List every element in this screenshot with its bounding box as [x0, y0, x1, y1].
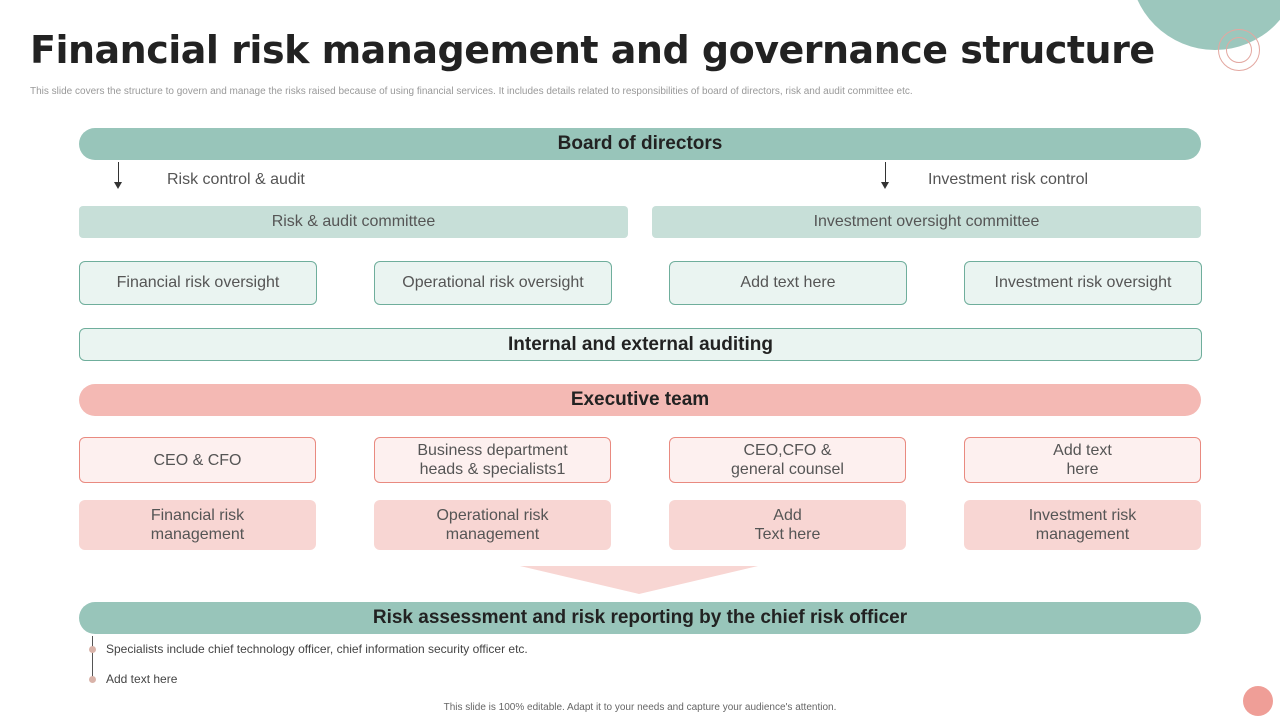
oversight-box: Add text here: [669, 261, 907, 305]
exec-role-line: general counsel: [731, 461, 844, 478]
risk-management-line: management: [445, 526, 540, 543]
left-arrow-head: [114, 182, 122, 189]
bullet-dot: [89, 676, 96, 683]
risk-management-box: Financial risk management: [79, 500, 316, 550]
risk-management-line: Add: [773, 507, 802, 524]
exec-role-line: CEO,CFO &: [743, 442, 832, 459]
board-of-directors-bar: Board of directors: [79, 128, 1201, 160]
exec-role-box: Add text here: [964, 437, 1201, 483]
left-arrow-label: Risk control & audit: [167, 171, 305, 188]
oversight-box: Operational risk oversight: [374, 261, 612, 305]
risk-reporting-bar: Risk assessment and risk reporting by th…: [79, 602, 1201, 634]
risk-management-line: Financial risk: [150, 507, 245, 524]
exec-role-line: CEO & CFO: [153, 451, 242, 469]
oversight-box: Financial risk oversight: [79, 261, 317, 305]
auditing-bar: Internal and external auditing: [79, 328, 1202, 361]
exec-role-line: here: [1066, 461, 1099, 478]
ring-decoration-outer: [1218, 29, 1260, 71]
investment-oversight-committee-box: Investment oversight committee: [652, 206, 1201, 238]
exec-role-box: CEO,CFO & general counsel: [669, 437, 906, 483]
oversight-box: Investment risk oversight: [964, 261, 1202, 305]
risk-management-line: management: [1035, 526, 1130, 543]
corner-dot-decoration: [1243, 686, 1273, 716]
risk-management-line: Operational risk: [436, 507, 549, 524]
risk-management-line: management: [150, 526, 245, 543]
exec-role-line: heads & specialists1: [419, 461, 566, 478]
page-title: Financial risk management and governance…: [30, 28, 1155, 72]
exec-role-box: CEO & CFO: [79, 437, 316, 483]
risk-management-line: Investment risk: [1028, 507, 1137, 524]
exec-role-line: Business department: [417, 442, 568, 459]
bullet-connector-line: [92, 636, 93, 680]
left-arrow-line: [118, 162, 119, 182]
risk-management-line: Text here: [754, 526, 821, 543]
bullet-dot: [89, 646, 96, 653]
bullet-text: Specialists include chief technology off…: [106, 642, 528, 656]
right-arrow-line: [885, 162, 886, 182]
down-triangle-connector: [520, 566, 758, 594]
bullet-text: Add text here: [106, 672, 178, 686]
right-arrow-label: Investment risk control: [928, 171, 1089, 188]
right-arrow-head: [881, 182, 889, 189]
risk-management-box: Add Text here: [669, 500, 906, 550]
exec-role-line: Add text: [1053, 442, 1112, 459]
risk-management-box: Operational risk management: [374, 500, 611, 550]
ring-decoration-inner: [1226, 37, 1252, 63]
page-subtitle: This slide covers the structure to gover…: [30, 86, 913, 97]
risk-management-box: Investment risk management: [964, 500, 1201, 550]
risk-audit-committee-box: Risk & audit committee: [79, 206, 628, 238]
footer-note: This slide is 100% editable. Adapt it to…: [443, 702, 837, 713]
exec-role-box: Business department heads & specialists1: [374, 437, 611, 483]
executive-team-bar: Executive team: [79, 384, 1201, 416]
